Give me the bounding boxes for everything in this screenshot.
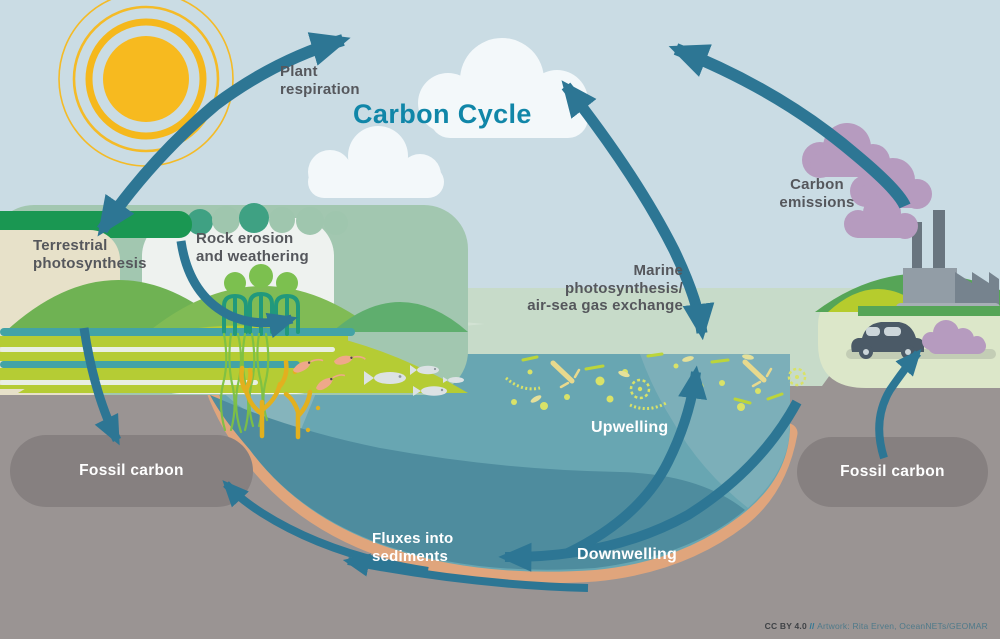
coral-icon xyxy=(239,359,321,440)
label-upwelling: Upwelling xyxy=(591,419,669,436)
plant-respiration-photosynthesis-arrow xyxy=(97,32,351,237)
exhaust-cloud-icon xyxy=(922,320,986,354)
label-plant-respiration: Plant respiration xyxy=(280,63,360,98)
page-title: Carbon Cycle xyxy=(353,99,532,129)
fossil-carbon-reservoir-right xyxy=(797,437,988,507)
fish-icon xyxy=(364,365,464,396)
label-fossil-carbon-right: Fossil carbon xyxy=(840,463,945,480)
label-fossil-carbon-left: Fossil carbon xyxy=(79,462,184,479)
carbon-emissions-arrow xyxy=(668,43,911,209)
fossil-carbon-reservoir-left xyxy=(10,435,253,507)
label-fluxes-into-sediments: Fluxes into sediments xyxy=(372,530,454,565)
smoke-cloud-icon xyxy=(802,123,932,239)
credit-line: CC BY 4.0 // Artwork: Rita Erven, OceanN… xyxy=(765,621,988,631)
credit-license: CC BY 4.0 xyxy=(764,621,807,631)
label-downwelling: Downwelling xyxy=(577,546,677,563)
label-rock-erosion: Rock erosion and weathering xyxy=(196,230,309,265)
downwelling-arrow xyxy=(498,399,802,572)
fossil-carbon-to-car-arrow xyxy=(875,349,922,460)
fluxes-into-sediments-arrow xyxy=(342,553,589,592)
label-carbon-emissions: Carbon emissions xyxy=(779,176,855,211)
shrimp-icon xyxy=(293,355,366,391)
label-marine-photosynthesis: Marine photosynthesis/ air-sea gas excha… xyxy=(527,262,683,315)
credit-artwork: Artwork: Rita Erven, OceanNETs/GEOMAR xyxy=(817,621,988,631)
rock-erosion-arrow xyxy=(176,240,298,339)
marine-photosynthesis-gas-exchange-arrow xyxy=(561,80,715,341)
flux-arrows xyxy=(79,32,922,592)
sediment-layer xyxy=(197,348,798,584)
sediments-to-fossil-carbon-arrow xyxy=(222,480,429,575)
label-terrestrial-photosynthesis: Terrestrial photosynthesis xyxy=(33,237,147,272)
credit-separator: // xyxy=(806,621,818,631)
upwelling-arrow xyxy=(565,365,707,558)
right-land xyxy=(815,210,1000,388)
land-to-fossil-carbon-arrow xyxy=(79,327,122,446)
